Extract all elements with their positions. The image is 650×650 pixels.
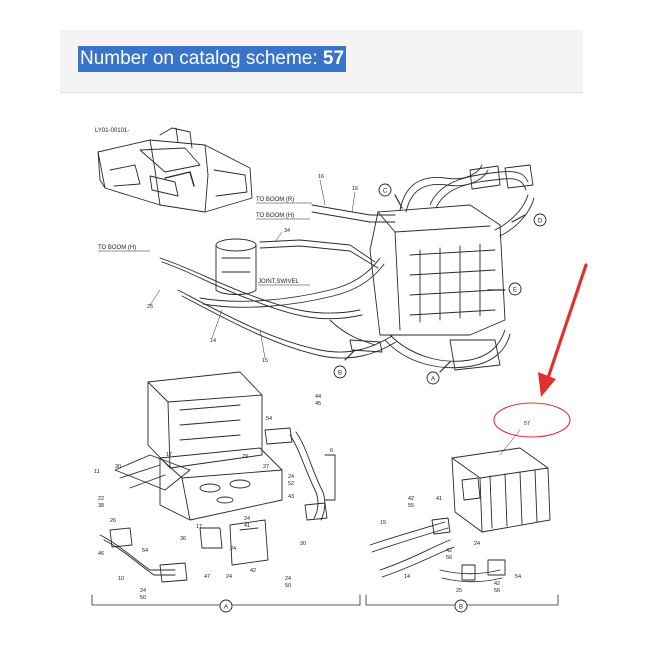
section-dividers: [91, 594, 559, 606]
part-number: 14: [210, 338, 216, 344]
part-number: 24: [244, 516, 250, 522]
view-markers: [219, 183, 547, 613]
part-number: 24: [288, 474, 294, 480]
part-number: 24: [474, 541, 480, 547]
highlight-annotation: [493, 263, 588, 438]
view-d-label: D: [538, 219, 543, 225]
part-number: 52: [288, 481, 294, 487]
part-number: 16: [352, 186, 358, 192]
part-number: 42: [446, 548, 452, 554]
part-number: 24: [226, 574, 232, 580]
part-number: 26: [110, 518, 116, 524]
catalog-number-heading: Number on catalog scheme: 57: [78, 46, 347, 72]
part-number: 24: [140, 588, 146, 594]
part-number: 10: [118, 576, 124, 582]
part-number: 38: [98, 503, 104, 509]
part-number: 50: [140, 595, 146, 601]
part-number: 42: [250, 568, 256, 574]
joint-swivel-label: JOINT,SWIVEL: [258, 279, 300, 285]
part-number: 54: [266, 416, 272, 422]
red-arrow-head-icon: [538, 372, 556, 397]
view-c-label: C: [383, 189, 388, 195]
part-number: 30: [300, 541, 306, 547]
part-number: 54: [142, 548, 148, 554]
part-number: 46: [98, 551, 104, 557]
part-number: 55: [408, 503, 414, 509]
view-a-section-label: A: [224, 605, 228, 611]
model-code-label: LY01-00101-: [95, 128, 129, 134]
view-arrows: [344, 194, 526, 373]
part-number: 15: [380, 520, 386, 526]
part-number: 17: [166, 452, 172, 458]
part-number: 6: [330, 448, 333, 454]
catalog-number-value: 57: [322, 48, 345, 69]
part-number: 34: [284, 228, 290, 234]
to-boom-r-label: TO BOOM (R): [256, 197, 294, 203]
part-number: 17: [196, 524, 202, 530]
part-number: 43: [288, 494, 294, 500]
part-number: 14: [404, 574, 410, 580]
highlight-ellipse: [493, 402, 571, 438]
upper-pipe-assembly: [159, 164, 535, 371]
part-number: 25: [456, 588, 462, 594]
to-boom-h-right-label: TO BOOM (H): [256, 213, 294, 219]
part-number: 25: [147, 304, 153, 310]
part-number-57: 57: [524, 421, 530, 427]
view-b-assembly: [369, 447, 551, 583]
part-number: 24: [285, 576, 291, 582]
red-arrow-icon: [546, 263, 588, 380]
part-number: 42: [494, 581, 500, 587]
part-number: 15: [262, 358, 268, 364]
part-number: 24: [230, 546, 236, 552]
view-b-marker-top: B: [338, 371, 342, 377]
excavator-thumbnail: [97, 127, 253, 213]
part-number: 36: [180, 536, 186, 542]
part-number: 42: [408, 496, 414, 502]
view-a-assembly: [99, 371, 336, 583]
view-a-marker-top: A: [431, 377, 435, 383]
part-number: 47: [204, 574, 210, 580]
view-e-label: E: [513, 288, 517, 294]
part-number: 29: [242, 454, 248, 460]
part-number: 27: [263, 464, 269, 470]
part-number: 56: [446, 555, 452, 561]
part-number: 22: [98, 496, 104, 502]
part-number: 56: [494, 588, 500, 594]
to-boom-h-left-label: TO BOOM (H): [98, 245, 136, 251]
view-b-section-label: B: [459, 605, 463, 611]
catalog-number-prefix: Number on catalog scheme:: [80, 48, 318, 69]
part-number: 45: [315, 401, 321, 407]
leader-lines: [149, 179, 521, 456]
part-number: 16: [318, 174, 324, 180]
part-number: 41: [244, 523, 250, 529]
part-number: 41: [436, 496, 442, 502]
part-number: 30: [115, 464, 121, 470]
part-number: 44: [315, 394, 321, 400]
part-number: 54: [515, 574, 521, 580]
part-number: 11: [94, 469, 100, 475]
part-number: 50: [285, 583, 291, 589]
